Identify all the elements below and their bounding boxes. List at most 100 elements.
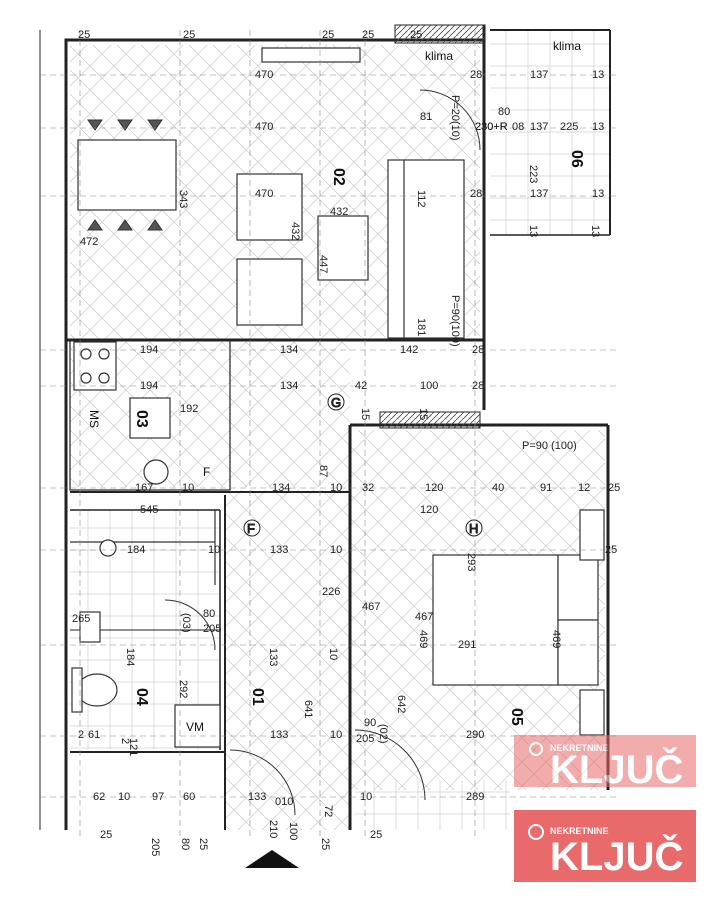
dimension-label: 184 — [127, 544, 145, 556]
dimension-label: 40 — [492, 482, 504, 494]
dimension-label: 194 — [140, 380, 158, 392]
dimension-label: 25 — [100, 829, 112, 841]
dimension-label: 15 — [359, 408, 371, 420]
dimension-label: 432 — [330, 206, 348, 218]
dimension-label: 80 — [498, 106, 510, 118]
dimension-label: 62 — [93, 791, 105, 803]
dimension-label: 289 — [466, 791, 484, 803]
grid-lines — [40, 30, 620, 840]
logo-brand-big: KLJUČ — [550, 746, 683, 787]
dimension-label: 91 — [540, 482, 552, 494]
dimension-label: 133 — [270, 729, 288, 741]
dimension-label: 100 — [287, 822, 299, 840]
bath-fixtures — [70, 510, 221, 748]
dimension-label: 112 — [415, 190, 427, 208]
dimension-label: 470 — [255, 69, 273, 81]
logo-brand-small: NEKRETNINE — [550, 826, 609, 836]
axis-h-marker — [465, 519, 483, 537]
dimension-label: 291 — [458, 639, 476, 651]
dimension-label: 205 — [356, 733, 374, 745]
room-label-06: 06 — [568, 150, 585, 168]
dimension-label: 447 — [317, 255, 329, 273]
annotations: klima klima MS F VM P=20(10) P=90(100) P… — [87, 39, 581, 744]
dimension-label: 343 — [177, 190, 189, 208]
dimension-label: 25 — [322, 29, 334, 41]
dimension-label: 90 — [364, 717, 376, 729]
dimension-label: 290 — [466, 729, 484, 741]
room-label-01: 01 — [249, 688, 266, 706]
dimension-label: 121 — [127, 738, 139, 756]
dimension-label: 133 — [270, 544, 288, 556]
dimension-label: 13 — [527, 225, 539, 237]
dimension-label: 25 — [78, 29, 90, 41]
dimension-label: 97 — [152, 791, 164, 803]
dimension-label: 137 — [530, 121, 548, 133]
dimension-label: 205 — [149, 838, 161, 856]
dimension-label: 184 — [124, 648, 136, 666]
dimension-label: 120 — [425, 482, 443, 494]
dimension-label: 10 — [330, 544, 342, 556]
dimension-label: 192 — [180, 403, 198, 415]
dimension-label: 137 — [530, 188, 548, 200]
room-label-02: 02 — [330, 168, 347, 186]
room-label-03: 03 — [133, 410, 150, 428]
dimension-label: 205 — [203, 623, 221, 635]
floor-kitchen — [70, 337, 350, 487]
dimension-label: 545 — [140, 504, 158, 516]
dimension-label: 25 — [608, 482, 620, 494]
floor-terrace-bottom — [355, 780, 510, 830]
wall-hatch-top — [394, 24, 486, 44]
dimension-label: 223 — [527, 165, 539, 183]
dimension-label: 181 — [415, 318, 427, 336]
dining-table — [77, 119, 177, 231]
label-klima-2: klima — [553, 39, 581, 53]
dimension-label: 137 — [530, 69, 548, 81]
label-door-03: (03) — [180, 613, 192, 633]
dimension-label: 25 — [183, 29, 195, 41]
dimension-label: 25 — [319, 838, 331, 850]
label-vm: VM — [186, 720, 204, 734]
dimension-label: 25 — [370, 829, 382, 841]
dimension-label: 142 — [400, 344, 418, 356]
dimension-label: 469 — [550, 630, 562, 648]
dimension-label: 25 — [197, 838, 209, 850]
dimension-label: 13 — [592, 121, 604, 133]
dimension-label: 230+R — [475, 121, 508, 133]
axis-g-label: G — [331, 395, 341, 410]
dimension-label: 470 — [255, 121, 273, 133]
label-door-02: (02) — [377, 724, 389, 744]
dimension-label: 134 — [280, 344, 298, 356]
wall-hatch-mid — [379, 411, 481, 429]
label-f: F — [203, 465, 210, 479]
dimension-label: 28 — [472, 344, 484, 356]
dimension-label: 08 — [512, 121, 524, 133]
logo-brand-small: NEKRETNINE — [550, 743, 609, 753]
label-door-terrace-top: P=20(10) — [449, 95, 461, 141]
dimension-label: 80 — [203, 608, 215, 620]
doors — [164, 89, 481, 816]
dimension-label: 467 — [362, 601, 380, 613]
dimension-label: 42 — [355, 380, 367, 392]
watermark-logo-2: NEKRETNINE KLJUČ — [514, 810, 696, 882]
key-icon — [528, 824, 544, 840]
watermark-logo-1: NEKRETNINE KLJUČ — [514, 735, 696, 792]
dimension-label: 10 — [118, 791, 130, 803]
entrance-arrow-icon — [245, 850, 299, 868]
dimension-label: 210 — [267, 820, 279, 838]
dimension-label: 2 — [119, 738, 131, 744]
dimension-label: 10 — [327, 648, 339, 660]
dimension-label: 25 — [605, 544, 617, 556]
living-furniture — [236, 47, 465, 339]
dimension-label: 467 — [415, 611, 433, 623]
label-window: 230+R — [475, 121, 508, 133]
dimension-label: 225 — [560, 121, 578, 133]
dimension-label: 293 — [465, 553, 477, 571]
dimension-label: 167 — [135, 482, 153, 494]
dimension-label: 28 — [470, 69, 482, 81]
dimension-label: 432 — [289, 222, 301, 240]
dimension-label: 641 — [302, 700, 314, 718]
dimension-label: 194 — [140, 344, 158, 356]
floor-hall — [225, 490, 350, 830]
dimension-label: 15 — [417, 408, 429, 420]
dimension-label: 13 — [592, 188, 604, 200]
